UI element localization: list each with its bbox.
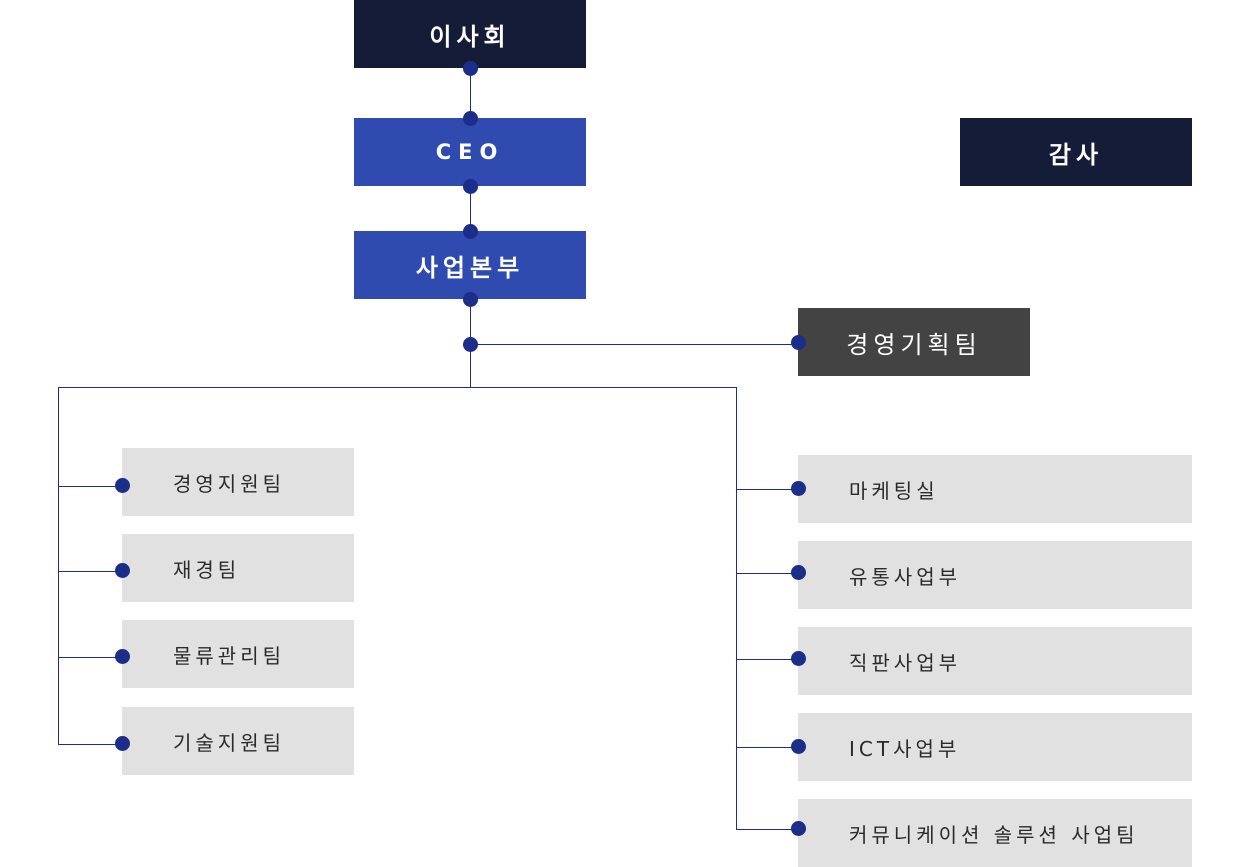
connector-dot <box>790 738 806 754</box>
team-label: ICT사업부 <box>849 736 961 761</box>
connector-dot <box>790 564 806 580</box>
board-label: 이사회 <box>429 22 511 51</box>
connector-board-ceo <box>469 68 471 118</box>
ceo-node: CEO <box>354 118 586 186</box>
division-node: 사업본부 <box>354 231 586 299</box>
connector-horizontal-bus <box>58 386 737 388</box>
connector-left-spine <box>58 387 59 744</box>
connector-right-spine <box>736 387 737 829</box>
left-team-node: 경영지원팀 <box>122 448 354 516</box>
connector-dot <box>462 336 478 352</box>
audit-node: 감사 <box>960 118 1192 186</box>
team-label: 경영지원팀 <box>173 471 285 496</box>
left-team-node: 물류관리팀 <box>122 620 354 688</box>
connector-dot <box>462 291 478 307</box>
connector-dot <box>790 334 806 350</box>
right-team-node: 커뮤니케이션 솔루션 사업팀 <box>798 799 1192 867</box>
team-label: 유통사업부 <box>849 564 961 589</box>
connector-left-branch <box>58 570 122 572</box>
board-node: 이사회 <box>354 0 586 68</box>
connector-right-branch <box>736 488 798 490</box>
division-label: 사업본부 <box>415 253 525 282</box>
right-team-node: 직판사업부 <box>798 627 1192 695</box>
connector-dot <box>114 562 130 578</box>
connector-dot <box>114 477 130 493</box>
audit-label: 감사 <box>1048 140 1104 169</box>
team-label: 직판사업부 <box>849 650 961 675</box>
connector-dot <box>462 178 478 194</box>
connector-right-branch <box>736 572 798 574</box>
planning-team-node: 경영기획팀 <box>798 308 1030 376</box>
connector-dot <box>114 648 130 664</box>
right-team-node: 마케팅실 <box>798 455 1192 523</box>
left-team-node: 기술지원팀 <box>122 707 354 775</box>
left-team-node: 재경팀 <box>122 534 354 602</box>
connector-dot <box>462 110 478 126</box>
connector-left-branch <box>58 656 122 658</box>
team-label: 커뮤니케이션 솔루션 사업팀 <box>849 822 1139 847</box>
connector-planning-branch <box>470 344 798 345</box>
connector-dot <box>114 735 130 751</box>
connector-right-branch <box>736 658 798 660</box>
connector-dot <box>790 820 806 836</box>
connector-left-branch <box>58 743 122 745</box>
team-label: 재경팀 <box>173 557 241 582</box>
planning-team-label: 경영기획팀 <box>846 330 982 359</box>
connector-dot <box>462 60 478 76</box>
team-label: 기술지원팀 <box>173 730 285 755</box>
connector-ceo-division <box>469 186 471 231</box>
team-label: 마케팅실 <box>849 478 939 503</box>
connector-dot <box>462 223 478 239</box>
connector-dot <box>790 480 806 496</box>
right-team-node: ICT사업부 <box>798 713 1192 781</box>
connector-left-branch <box>58 485 122 487</box>
connector-dot <box>790 650 806 666</box>
team-label: 물류관리팀 <box>173 643 285 668</box>
connector-right-branch <box>736 746 798 748</box>
connector-right-branch <box>736 828 798 830</box>
ceo-label: CEO <box>435 140 505 164</box>
right-team-node: 유통사업부 <box>798 541 1192 609</box>
